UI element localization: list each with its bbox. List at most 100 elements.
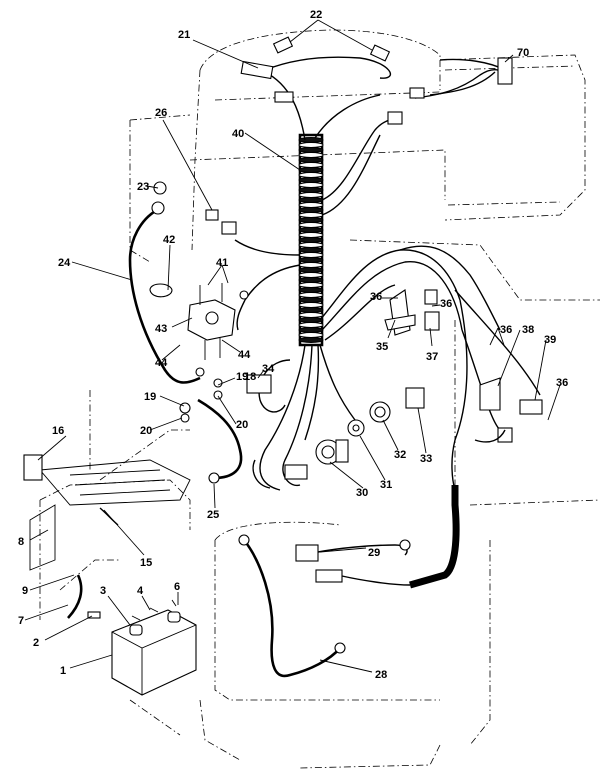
callout-4: 4 (137, 585, 144, 597)
callout-43: 43 (155, 323, 167, 335)
callout-39: 39 (544, 334, 556, 346)
callout-6: 6 (174, 581, 180, 593)
callout-23: 23 (137, 181, 149, 193)
callout-36b: 36 (440, 298, 452, 310)
callout-31: 31 (380, 479, 392, 491)
conduit-rib (298, 162, 324, 168)
callout-28: 28 (375, 669, 387, 681)
callout-41: 41 (216, 257, 228, 269)
interlock-38 (474, 377, 543, 443)
conduit-rib (298, 257, 324, 263)
callout-19b: 19 (236, 371, 248, 383)
conduit-rib (298, 207, 324, 213)
conduit-rib (298, 142, 324, 148)
callout-33: 33 (420, 453, 432, 465)
battery (111, 599, 197, 696)
callout-36a: 36 (370, 291, 382, 303)
ignition-switch-30 (315, 401, 391, 465)
callout-34: 34 (262, 363, 275, 375)
connectors-22 (240, 36, 403, 125)
callout-18: 18 (244, 371, 256, 383)
conduit-rib (298, 287, 324, 293)
conduit-rib (298, 167, 324, 173)
battery-strap (67, 574, 83, 619)
leader-lines (24, 19, 561, 673)
conduit-rib (298, 322, 324, 328)
callout-8: 8 (18, 536, 24, 548)
conduit-rib (298, 197, 324, 203)
conduit-rib (298, 192, 324, 198)
callout-19a: 19 (144, 391, 156, 403)
clip-26b (221, 221, 237, 235)
bolt-2 (87, 611, 101, 619)
callout-70: 70 (517, 47, 529, 59)
callout-3: 3 (100, 585, 106, 597)
harness-conduit (298, 133, 324, 347)
conduit-rib (298, 187, 324, 193)
conduit-rib (298, 232, 324, 238)
callout-44a: 44 (155, 357, 168, 369)
conduit-rib (298, 157, 324, 163)
connector-plug (409, 87, 425, 99)
ground-cable-28 (238, 534, 346, 678)
conduit-rib (298, 297, 324, 303)
callout-25: 25 (207, 509, 219, 521)
frame-bracket (29, 459, 191, 571)
conduit-rib (298, 202, 324, 208)
connector-box (284, 464, 308, 480)
callout-2: 2 (33, 637, 39, 649)
conduit-rib (298, 327, 324, 333)
conduit-rib (298, 242, 324, 248)
conduit-rib (298, 212, 324, 218)
callout-32: 32 (394, 449, 406, 461)
conduit-rib (298, 172, 324, 178)
callout-42: 42 (163, 234, 175, 246)
callout-16: 16 (52, 425, 64, 437)
callout-9: 9 (22, 585, 28, 597)
conduit-rib (298, 302, 324, 308)
callout-36c: 36 (500, 324, 512, 336)
conduit-rib (298, 292, 324, 298)
conduit-rib (298, 277, 324, 283)
conduit-rib (298, 337, 324, 343)
conduit-rib (298, 267, 324, 273)
callout-24: 24 (58, 257, 71, 269)
bracket-16 (23, 454, 43, 481)
top-right-harness (409, 57, 513, 99)
conduit-rib (298, 262, 324, 268)
conduit-rib (298, 332, 324, 338)
clip-26 (205, 209, 219, 221)
conduit-rib (298, 312, 324, 318)
washers (179, 290, 249, 423)
conduit-rib (298, 272, 324, 278)
callout-36d: 36 (556, 377, 568, 389)
callout-7: 7 (18, 615, 24, 627)
conduit-rib (298, 307, 324, 313)
starter-solenoid (149, 283, 236, 360)
conduit-rib (298, 222, 324, 228)
callout-21: 21 (178, 29, 190, 41)
callout-15: 15 (140, 557, 152, 569)
conduit-rib (298, 282, 324, 288)
callout-30: 30 (356, 487, 368, 499)
callout-22: 22 (310, 9, 322, 21)
conduit-rib (298, 152, 324, 158)
conduit-rib (298, 252, 324, 258)
callout-20a: 20 (140, 425, 152, 437)
relay-70 (497, 57, 513, 85)
callout-35: 35 (376, 341, 388, 353)
conduit-rib (298, 217, 324, 223)
harness-lead-black (409, 485, 460, 589)
switch-33 (405, 387, 425, 409)
conduit-rib (298, 182, 324, 188)
tractor-frame-outline (39, 29, 601, 769)
callout-40: 40 (232, 128, 244, 140)
conduit-rib (298, 247, 324, 253)
relay-34 (246, 374, 272, 394)
ground-cable-24 (128, 181, 201, 384)
conduit-rib (298, 147, 324, 153)
callout-26: 26 (155, 107, 167, 119)
callout-20b: 20 (236, 419, 248, 431)
